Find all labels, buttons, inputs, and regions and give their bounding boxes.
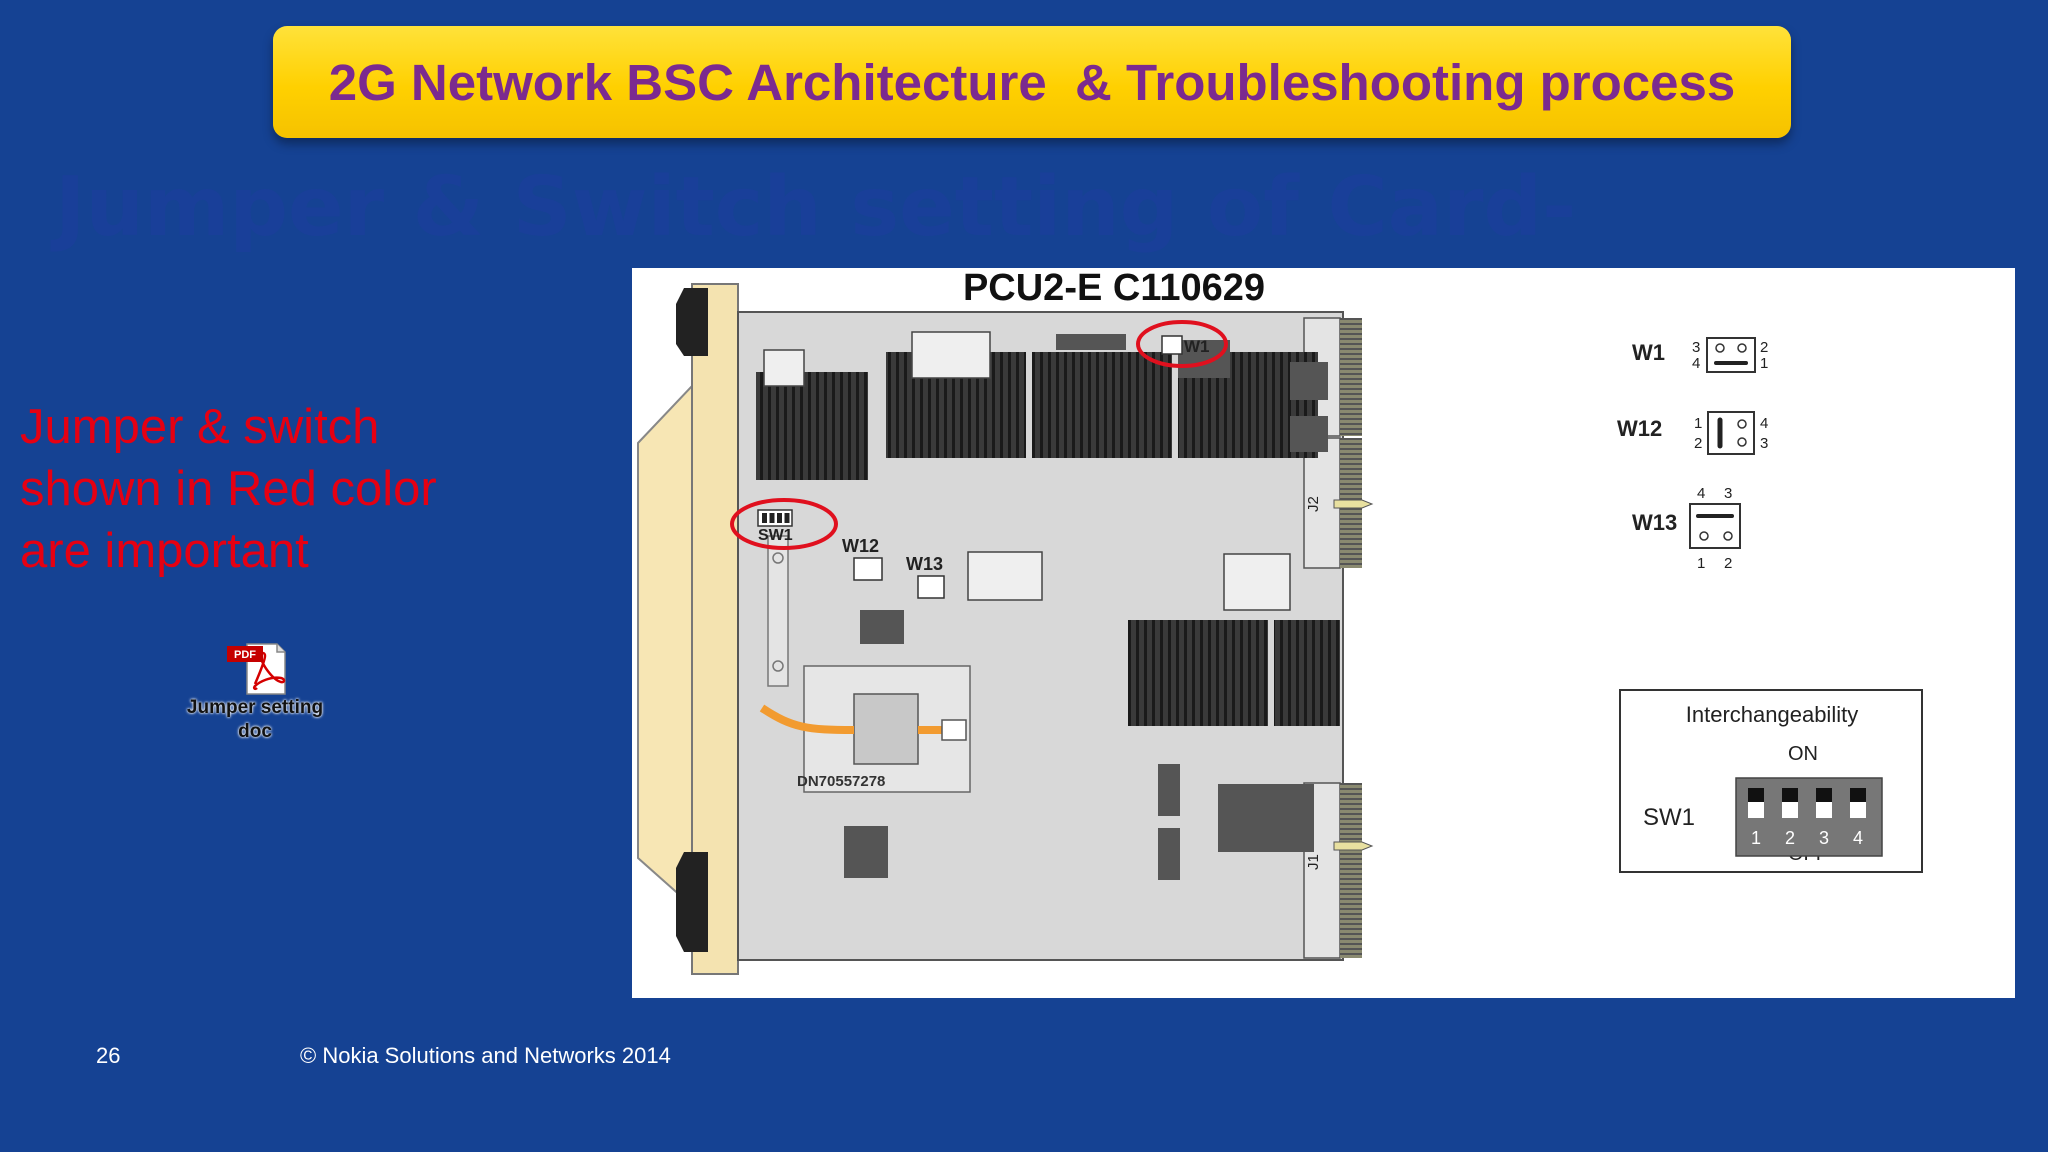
led-strip	[767, 535, 789, 687]
chip	[1218, 784, 1314, 852]
detail-w1-pin-label: 2	[1760, 339, 1768, 356]
connector-label-j1: J1	[1305, 854, 1322, 870]
switch-sw1-lever	[777, 513, 782, 523]
highlight-circle-sw1	[730, 498, 838, 550]
interchangeability-switch-position: 4	[1853, 828, 1863, 848]
heatsink	[1274, 620, 1340, 726]
interchangeability-switch-lever	[1816, 788, 1832, 802]
chip	[1223, 553, 1291, 611]
detail-w13-pin-label: 3	[1724, 485, 1732, 502]
chip	[844, 826, 888, 878]
interchangeability-on-label: ON	[1788, 743, 1818, 765]
detail-w1-pin	[1737, 343, 1747, 353]
chip	[860, 610, 904, 644]
detail-w12-pin-label: 2	[1694, 435, 1702, 452]
board-label-w12: W12	[842, 536, 879, 556]
detail-w12-pin-label: 3	[1760, 435, 1768, 452]
detail-w1-pin-label: 3	[1692, 339, 1700, 356]
detail-w13-block	[1689, 503, 1741, 549]
orange-cable	[759, 704, 855, 734]
interchangeability-title: Interchangeability	[1686, 702, 1858, 727]
connector-j1	[1303, 782, 1341, 959]
interchangeability-switch-position: 2	[1785, 828, 1795, 848]
highlight-circle-w1	[1136, 320, 1228, 368]
interchangeability-switch-position: 1	[1751, 828, 1761, 848]
jumper-w13	[917, 575, 945, 599]
led	[772, 660, 784, 672]
detail-label-w12: W12	[1617, 416, 1662, 441]
note-line: shown in Red color	[20, 462, 437, 516]
chip	[1178, 340, 1230, 378]
interchangeability-switch-lever	[1850, 788, 1866, 802]
detail-w1-pin	[1715, 343, 1725, 353]
board-diagram-svg: PCU2-E C110629 J5 J2 J1	[637, 268, 1923, 975]
interchangeability-switch-label: SW1	[1643, 804, 1695, 831]
switch-sw1-lever	[762, 513, 767, 523]
led	[772, 552, 784, 564]
jumper-w1	[1161, 335, 1183, 355]
detail-w13-pin-label: 1	[1697, 555, 1705, 572]
jumper-setting-doc-attachment[interactable]: PDF Jumper setting doc	[160, 640, 350, 744]
interchangeability-switch-position: 3	[1819, 828, 1829, 848]
guide-pin-j2	[1333, 499, 1374, 509]
detail-w12-pin-label: 1	[1694, 415, 1702, 432]
upper-ejector-icon	[676, 288, 708, 356]
heatsink	[1128, 620, 1268, 726]
heatsink	[756, 372, 868, 480]
chip	[1290, 416, 1328, 452]
pcu2e-board-diagram: PCU2-E C110629 J5 J2 J1	[632, 268, 2015, 998]
connector-j5-pins	[1340, 318, 1362, 436]
detail-w12-pin	[1737, 419, 1747, 429]
title-bar: 2G Network BSC Architecture & Troublesho…	[273, 26, 1791, 138]
chip	[763, 349, 805, 387]
detail-w1-pin-label: 1	[1760, 355, 1768, 372]
detail-w13-pin	[1723, 531, 1733, 541]
doc-code: DN70557278	[797, 773, 885, 790]
detail-w12-pin	[1737, 437, 1747, 447]
chip	[1056, 334, 1126, 350]
pdf-document-icon: PDF	[227, 643, 286, 695]
note-line: Jumper & switch	[20, 400, 380, 454]
board-title: PCU2-E C110629	[963, 268, 1265, 309]
board-label-sw1: SW1	[758, 527, 793, 544]
slide-heading: Jumper & Switch setting of Card-	[55, 160, 1577, 255]
detail-w13-pin-label: 4	[1697, 485, 1705, 502]
board-label-w1: W1	[1184, 337, 1210, 356]
detail-w12-pin-label: 4	[1760, 415, 1768, 432]
detail-w13-pin-label: 2	[1724, 555, 1732, 572]
interchangeability-switch-lever	[1782, 788, 1798, 802]
chip	[967, 551, 1043, 601]
connector-j1-pins	[1340, 783, 1362, 958]
heatsink	[1032, 352, 1172, 458]
chip	[1290, 362, 1328, 400]
guide-pin-j1	[1333, 841, 1374, 851]
attachment-label-line1: Jumper setting	[186, 697, 324, 718]
copyright: © Nokia Solutions and Networks 2014	[300, 1043, 671, 1068]
jumper-w12	[853, 557, 883, 581]
board-label-w13: W13	[906, 554, 943, 574]
important-note: Jumper & switch shown in Red color are i…	[20, 396, 480, 582]
detail-w1-pin-label: 4	[1692, 355, 1700, 372]
page-number: 26	[96, 1043, 121, 1068]
interchangeability-switch-lever	[1748, 788, 1764, 802]
connector-label-j2: J2	[1305, 496, 1322, 512]
detail-label-w13: W13	[1632, 510, 1677, 535]
cable-plug	[941, 719, 967, 741]
chip	[1158, 764, 1180, 816]
chip	[1158, 828, 1180, 880]
detail-w12-block	[1707, 411, 1755, 455]
front-panel-handle	[637, 383, 693, 909]
switch-sw1-lever	[784, 513, 790, 523]
switch-sw1-lever	[769, 513, 775, 523]
chip	[911, 331, 991, 379]
detail-w13-pin	[1699, 531, 1709, 541]
detail-w1-block	[1706, 337, 1756, 373]
slide-title: 2G Network BSC Architecture & Troublesho…	[328, 53, 1736, 111]
note-line: are important	[20, 524, 309, 578]
detail-label-w1: W1	[1632, 340, 1665, 365]
pdf-badge: PDF	[234, 649, 256, 661]
attachment-label-line2: doc	[238, 721, 272, 742]
lower-ejector-icon	[676, 852, 708, 952]
bracket-block	[853, 693, 919, 765]
